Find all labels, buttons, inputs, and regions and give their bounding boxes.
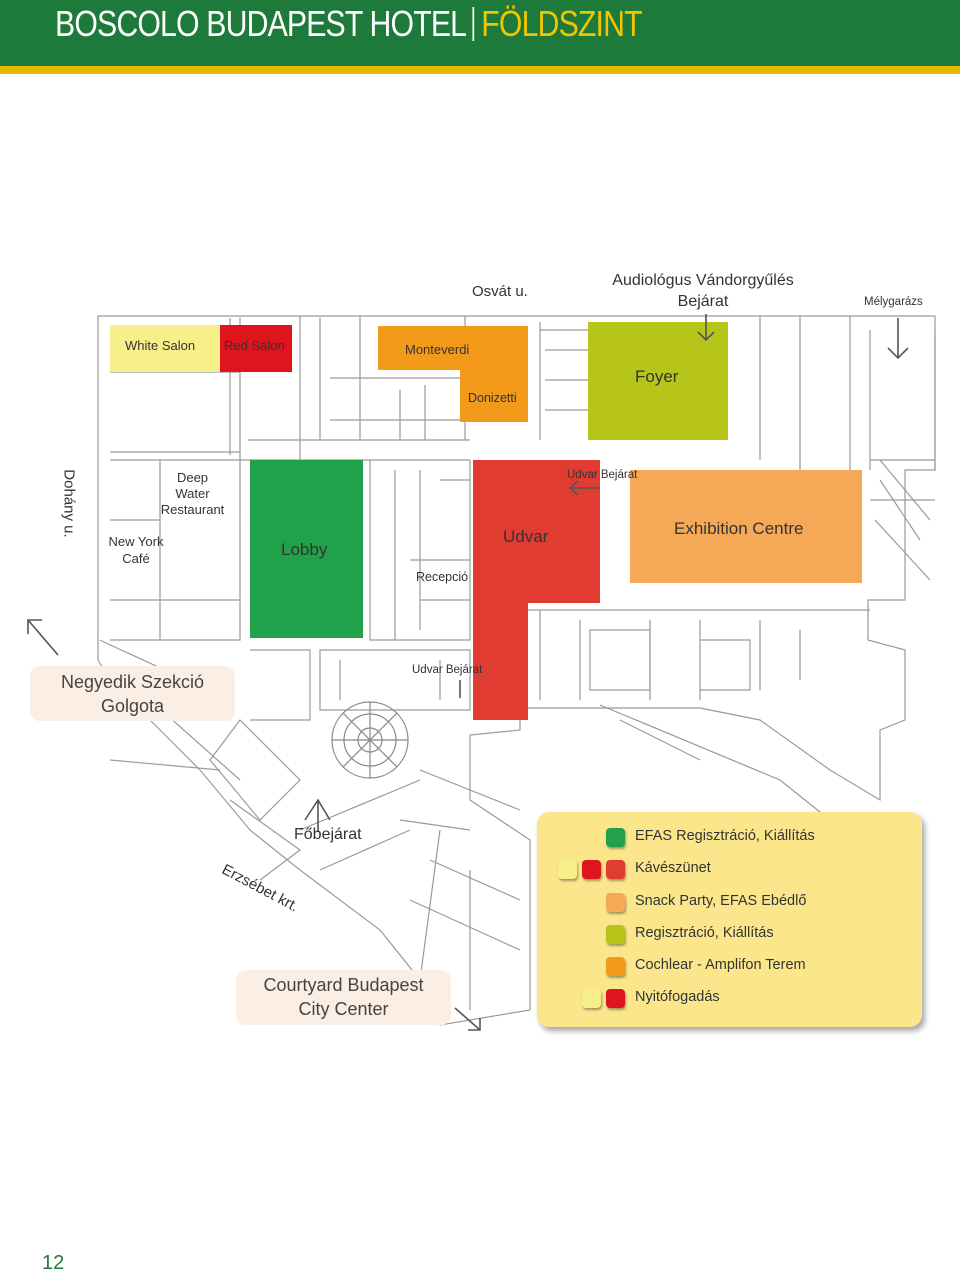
street-dohany: Dohány u. xyxy=(60,469,78,538)
room-exhibition-centre xyxy=(630,470,862,583)
tag-courtyard: Courtyard Budapest City Center xyxy=(236,970,451,1025)
label-white-salon: White Salon xyxy=(125,338,196,353)
tag-courtyard-line2: City Center xyxy=(298,999,389,1019)
entrance-parking: Mélygarázs xyxy=(864,296,923,308)
legend-swatch-yellow xyxy=(558,860,577,879)
arrow-udvar-top xyxy=(568,480,600,496)
legend-swatch-darkred xyxy=(582,860,601,879)
legend-swatch-darkred xyxy=(606,989,625,1008)
room-red-salon xyxy=(220,325,292,372)
header-bar xyxy=(0,0,960,66)
legend-swatch-lime xyxy=(606,925,625,944)
legend-text: Nyitófogadás xyxy=(635,989,720,1005)
label-recepcio: Recepció xyxy=(416,570,469,584)
arrow-courtyard xyxy=(454,1007,481,1031)
entrance-audiologus-line2: Bejárat xyxy=(677,293,729,310)
label-new-york-cafe: New York Café xyxy=(100,533,172,567)
room-foyer xyxy=(588,322,728,440)
label-donizetti: Donizetti xyxy=(468,391,517,405)
arrow-parking xyxy=(887,318,909,360)
label-exhibition-centre: Exhibition Centre xyxy=(674,519,804,538)
label-red-salon: Red Salon xyxy=(224,338,285,353)
label-foyer: Foyer xyxy=(635,367,679,386)
title-main: BOSCOLO BUDAPEST HOTEL xyxy=(55,3,467,44)
page-title: BOSCOLO BUDAPEST HOTEL FÖLDSZINT xyxy=(55,3,643,44)
legend-text: EFAS Regisztráció, Kiállítás xyxy=(635,828,815,844)
legend-swatch-red xyxy=(606,860,625,879)
legend: EFAS Regisztráció, Kiállítás Kávészünet … xyxy=(537,812,922,1027)
room-donizetti xyxy=(460,370,528,422)
label-lobby: Lobby xyxy=(281,540,328,559)
legend-swatch-green xyxy=(606,828,625,847)
entrance-audiologus-line1: Audiológus Vándorgyűlés xyxy=(612,272,794,289)
header-stripe xyxy=(0,66,960,74)
arrow-negyedik xyxy=(27,619,59,656)
label-deep-water-line2: Water xyxy=(175,486,210,501)
legend-swatch-orange xyxy=(606,957,625,976)
legend-swatch-lightorange xyxy=(606,893,625,912)
title-separator xyxy=(472,7,475,41)
room-lobby xyxy=(250,460,363,638)
tag-negyedik-szekcio: Negyedik Szekció Golgota xyxy=(30,666,235,721)
entrance-main: Főbejárat xyxy=(294,826,362,843)
legend-text: Snack Party, EFAS Ebédlő xyxy=(635,893,807,909)
label-deep-water: Deep Water Restaurant xyxy=(150,470,235,518)
tag-negyedik-line1: Negyedik Szekció xyxy=(60,672,205,692)
legend-swatch-yellow xyxy=(582,989,601,1008)
tag-negyedik-line2: Golgota xyxy=(100,696,165,716)
legend-text: Kávészünet xyxy=(635,860,711,876)
label-monteverdi: Monteverdi xyxy=(405,342,470,357)
label-deep-water-line3: Restaurant xyxy=(160,502,225,517)
entrance-udvar-bottom: Udvar Bejárat xyxy=(412,664,483,676)
arrow-main-entrance xyxy=(304,798,331,832)
street-osvat: Osvát u. xyxy=(472,283,528,300)
entrance-udvar-top: Udvar Bejárat xyxy=(567,469,638,481)
entrance-audiologus: Audiológus Vándorgyűlés Bejárat xyxy=(588,270,818,312)
label-deep-water-line1: Deep xyxy=(176,470,209,485)
label-new-york-line2: Café xyxy=(122,551,150,566)
page-number: 12 xyxy=(42,1252,65,1274)
legend-text: Regisztráció, Kiállítás xyxy=(635,925,774,941)
tag-courtyard-line1: Courtyard Budapest xyxy=(263,975,424,995)
label-new-york-line1: New York xyxy=(108,534,164,549)
title-subtitle: FÖLDSZINT xyxy=(481,3,642,44)
label-udvar: Udvar xyxy=(503,527,549,546)
room-udvar xyxy=(473,460,600,720)
arrow-audiologus-entrance xyxy=(697,314,715,342)
room-white-salon xyxy=(110,325,220,372)
legend-text: Cochlear - Amplifon Terem xyxy=(635,957,806,973)
